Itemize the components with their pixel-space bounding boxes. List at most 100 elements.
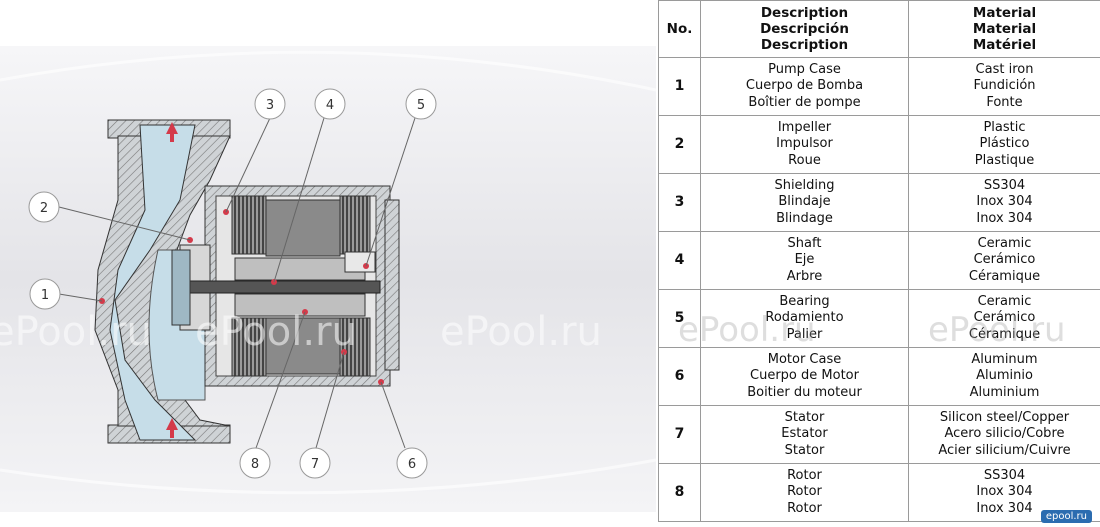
row-number: 7 [658, 405, 701, 464]
desc-fr: Blindage [776, 210, 833, 226]
flow-arrow-bottom-icon [166, 418, 178, 438]
parts-table: No. Description Descripción Description … [658, 0, 1100, 522]
bearing [344, 251, 376, 273]
header-material: Material Material Matériel [908, 0, 1100, 58]
mat-en: Silicon steel/Copper [939, 409, 1070, 425]
stator-core-top [265, 199, 341, 257]
desc-en: Rotor [787, 467, 822, 483]
mat-es: Plástico [979, 136, 1030, 152]
callout-2-label: 2 [40, 201, 48, 216]
mat-es: Acero silicio/Cobre [944, 426, 1065, 442]
header-description-en: Description [760, 5, 849, 21]
mat-en: Ceramic [977, 293, 1032, 309]
desc-es: Impulsor [776, 136, 833, 152]
callout-2: 2 [28, 191, 60, 223]
mat-en: SS304 [983, 177, 1026, 193]
parts-materials-table: No. Description Descripción Description … [658, 0, 1100, 527]
shaft [179, 280, 381, 294]
table-header-row: No. Description Descripción Description … [658, 0, 1100, 58]
mat-fr: Céramique [968, 268, 1041, 284]
mat-fr: Inox 304 [976, 500, 1033, 516]
watermark-3: ePool.ru [440, 309, 602, 355]
watermark-2: ePool.ru [195, 309, 357, 355]
desc-fr: Palier [786, 326, 823, 342]
desc-en: Bearing [779, 293, 830, 309]
desc-en: Impeller [777, 119, 832, 135]
mat-fr: Acier silicium/Cuivre [938, 442, 1071, 458]
callout-4: 4 [314, 88, 346, 120]
flow-arrow-top-icon [166, 122, 178, 142]
mat-fr: Fonte [986, 94, 1023, 110]
mat-es: Inox 304 [976, 194, 1033, 210]
desc-es: Estator [781, 426, 828, 442]
desc-fr: Boîtier de pompe [748, 94, 861, 110]
row-number: 2 [658, 115, 701, 174]
mat-es: Cerámico [973, 252, 1036, 268]
desc-en: Pump Case [768, 61, 841, 77]
desc-en: Shaft [787, 235, 822, 251]
impeller [171, 249, 191, 326]
diagram-svg: 1 2 3 4 5 6 7 8 ePool.ru [0, 46, 656, 512]
header-material-es: Material [972, 21, 1037, 37]
mat-es: Inox 304 [976, 484, 1033, 500]
callout-3: 3 [254, 88, 286, 120]
stator-coil-bottom-left [231, 317, 267, 377]
mat-es: Cerámico [973, 310, 1036, 326]
callout-7-label: 7 [311, 457, 319, 472]
desc-es: Rotor [787, 484, 822, 500]
callout-6-label: 6 [408, 457, 416, 472]
callout-4-label: 4 [326, 98, 334, 113]
mat-fr: Plastique [974, 152, 1035, 168]
header-material-fr: Matériel [972, 37, 1037, 53]
mat-en: SS304 [983, 467, 1026, 483]
row-number: 8 [658, 463, 701, 522]
row-number: 4 [658, 231, 701, 290]
row-number: 6 [658, 347, 701, 406]
pump-cross-section-diagram: 1 2 3 4 5 6 7 8 ePool.ru [0, 46, 656, 512]
stator-coil-top-right [339, 195, 371, 255]
mat-es: Fundición [973, 78, 1036, 94]
mat-en: Ceramic [977, 235, 1032, 251]
desc-es: Eje [794, 252, 815, 268]
stator-core-bottom [265, 317, 341, 375]
desc-fr: Boitier du moteur [747, 384, 862, 400]
mat-fr: Inox 304 [976, 210, 1033, 226]
callout-8: 8 [239, 447, 271, 479]
mat-es: Aluminio [976, 368, 1033, 384]
header-no: No. [658, 0, 701, 58]
desc-fr: Roue [788, 152, 821, 168]
desc-fr: Rotor [787, 500, 822, 516]
callout-5: 5 [405, 88, 437, 120]
header-description-es: Descripción [760, 21, 849, 37]
header-description: Description Descripción Description [700, 0, 909, 58]
callout-1-label: 1 [41, 288, 49, 303]
row-number: 3 [658, 173, 701, 232]
mat-fr: Céramique [968, 326, 1041, 342]
mat-en: Aluminum [971, 351, 1038, 367]
desc-fr: Stator [784, 442, 825, 458]
corner-logo: epool.ru [1040, 510, 1092, 523]
desc-es: Rodamiento [765, 310, 844, 326]
rotor-lower [234, 293, 366, 317]
desc-en: Stator [784, 409, 825, 425]
watermark-1: ePool.ru [0, 309, 152, 355]
mat-en: Plastic [983, 119, 1026, 135]
desc-es: Cuerpo de Bomba [745, 78, 864, 94]
row-number: 5 [658, 289, 701, 348]
callout-3-label: 3 [266, 98, 274, 113]
